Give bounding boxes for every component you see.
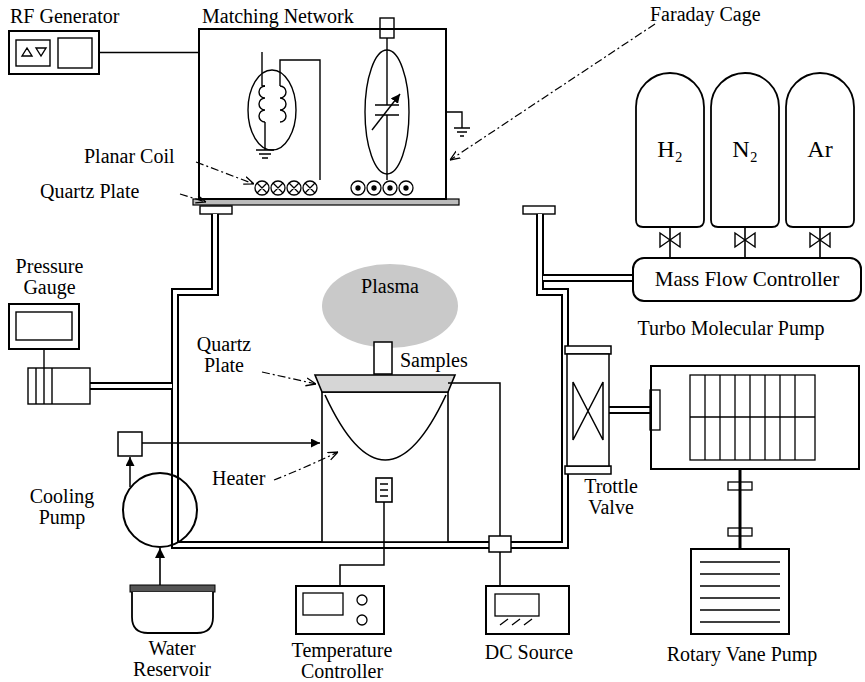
reservoir-lid <box>130 585 215 592</box>
part-label: Matching Network <box>202 6 442 27</box>
connector-line <box>744 228 746 257</box>
connector-line <box>819 228 821 257</box>
wires <box>340 383 511 585</box>
planar-coil <box>255 181 413 195</box>
part-label: Rotary Vane Pump <box>642 644 842 665</box>
cylinder-outline <box>711 73 779 227</box>
temperature-controller: Temperature Controller <box>295 585 385 635</box>
part-label: Temperature Controller <box>277 640 407 682</box>
faraday-cage-box: Matching Network <box>198 28 447 200</box>
plasma-glow <box>322 264 458 348</box>
rotary-vane-pump: Rotary Vane Pump <box>690 548 790 635</box>
gas-cylinder: H₂ <box>635 72 705 228</box>
callout-label: Quartz Plate <box>184 334 264 376</box>
node-text: Mass Flow Controller <box>655 268 839 290</box>
mass-flow-controller: Mass Flow Controller <box>632 257 862 302</box>
heater-vessel <box>315 375 455 542</box>
sample-piece <box>374 342 392 374</box>
leader-lines <box>180 24 655 480</box>
dc-source: DC Source <box>485 585 570 635</box>
chamber-wall <box>90 214 650 545</box>
connector-line <box>100 52 198 54</box>
node-text: Ar <box>807 137 832 162</box>
callout-label: Planar Coil <box>84 146 199 167</box>
part-label: RF Generator <box>10 6 180 27</box>
part-label: Water Reservoir <box>117 638 227 680</box>
cylinder-outline <box>786 73 854 227</box>
gas-cylinder: Ar <box>785 72 855 228</box>
instrument-panels <box>303 562 780 625</box>
connector-line <box>669 228 671 257</box>
chamber-wall-inner <box>90 214 650 545</box>
connector-line <box>739 470 742 548</box>
node-text: H₂ <box>657 137 683 162</box>
matching-circuit <box>248 18 470 180</box>
gas-cylinder: N₂ <box>710 72 780 228</box>
water-reservoir: Water Reservoir <box>130 585 215 635</box>
pressure-gauge: Pressure Gauge <box>8 303 80 350</box>
rf-generator-panel <box>16 38 92 68</box>
reservoir-outline <box>132 592 213 633</box>
turbo-rotor <box>650 375 815 460</box>
callout-label: Heater <box>212 468 282 489</box>
part-label: Pressure Gauge <box>2 256 97 298</box>
callout-label: Quartz Plate <box>40 181 180 202</box>
connector-line <box>159 548 161 585</box>
shape-outline <box>130 585 215 635</box>
turbo-molecular-pump: Turbo Molecular Pump <box>650 365 860 470</box>
part-label: Turbo Molecular Pump <box>600 318 862 339</box>
rf-generator: RF Generator <box>8 30 100 75</box>
chamber-flanges <box>200 206 555 214</box>
part-label: Trottle Valve <box>566 476 656 518</box>
part-label: DC Source <box>469 642 589 663</box>
part-label: Cooling Pump <box>6 486 118 528</box>
plasma-region: Plasma <box>322 264 458 348</box>
callout-label: Faraday Cage <box>650 4 820 25</box>
part-label: Samples <box>400 350 480 371</box>
cooling-pump: Cooling Pump <box>122 472 198 548</box>
node-text: Plasma <box>361 276 419 297</box>
throttle-valve <box>565 346 611 474</box>
cylinder-outline <box>636 73 704 227</box>
node-text: N₂ <box>732 137 758 162</box>
